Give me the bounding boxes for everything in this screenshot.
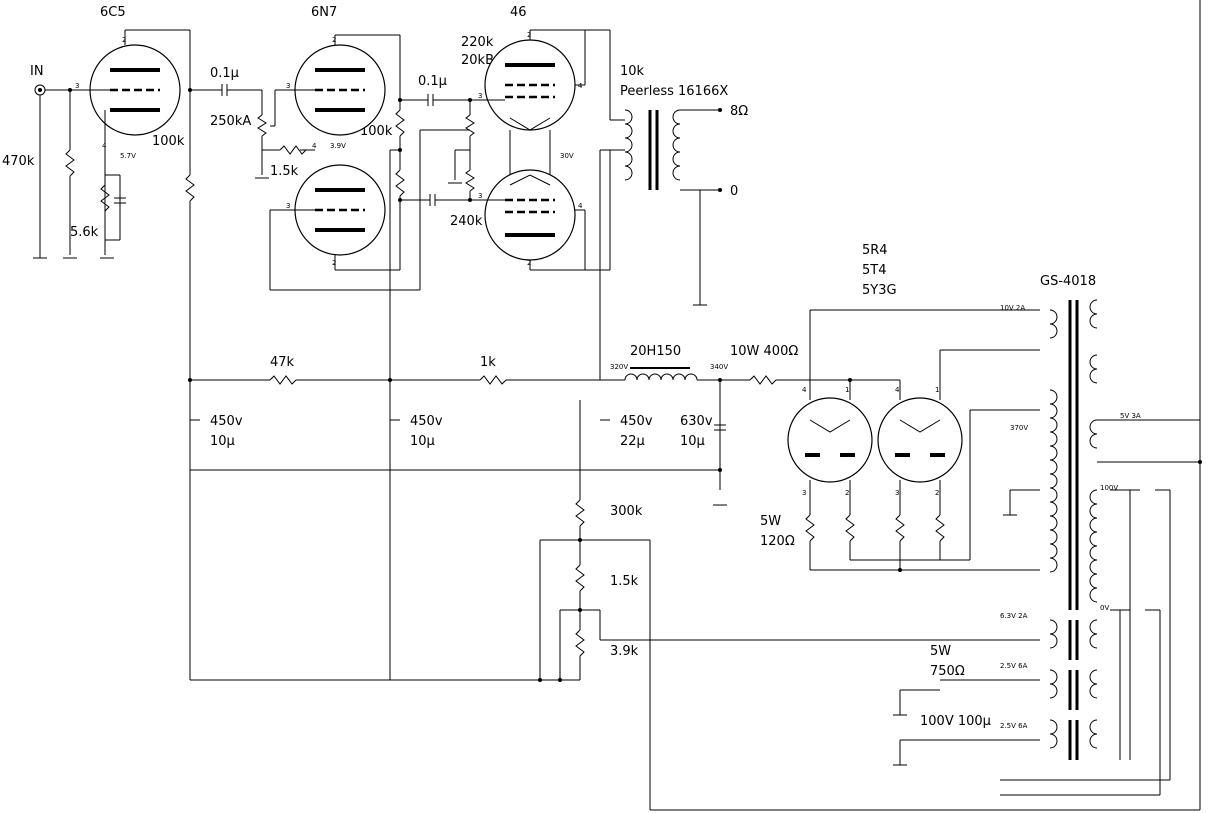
svg-text:3: 3 [286, 82, 290, 90]
tube-rect-2 [877, 397, 963, 483]
tube-label-rect-2: 5T4 [862, 263, 886, 278]
tube-label-rect-3: 5Y3G [862, 283, 897, 298]
r-750-label: 750Ω [930, 664, 965, 679]
r-pl1-label: 100k [152, 134, 185, 149]
r-47k-label: 47k [270, 355, 295, 370]
input-label: IN [30, 64, 44, 79]
svg-text:3: 3 [75, 82, 79, 90]
ot-model-label: Peerless 16166X [620, 84, 728, 99]
tube-rect-1 [787, 397, 873, 483]
r-1k-label: 1k [480, 355, 496, 370]
svg-text:2: 2 [527, 31, 531, 39]
r-k1-label: 5.6k [70, 225, 99, 240]
cd-c-label: 10μ [680, 434, 705, 449]
w-25a-label: 2.5V 6A [1000, 662, 1028, 670]
svg-text:4: 4 [802, 386, 807, 394]
w-5v-label: 5V 3A [1120, 412, 1141, 420]
psu-wiring [190, 0, 1201, 811]
v-k2-label: 3.9V [330, 142, 346, 150]
pin-labels: 2 3 4 2 3 4 3 2 2 3 4 3 4 2 4 1 4 1 3 2 … [75, 31, 939, 497]
tube-46-a [484, 39, 576, 131]
cb-c-label: 10μ [410, 434, 435, 449]
w-25b-label: 2.5V 6A [1000, 722, 1028, 730]
svg-text:4: 4 [578, 82, 583, 90]
cc-v-label: 450v [620, 414, 653, 429]
svg-text:4: 4 [102, 142, 107, 150]
r-1k5-label: 1.5k [610, 574, 639, 589]
svg-text:2: 2 [332, 259, 336, 267]
ptrans-label: GS-4018 [1040, 274, 1096, 289]
r-in-label: 470k [2, 154, 35, 169]
svg-text:3: 3 [286, 202, 290, 210]
svg-text:3: 3 [802, 489, 806, 497]
svg-text:1: 1 [845, 386, 849, 394]
c1-label: 0.1μ [210, 66, 239, 81]
v-340-label: 340V [710, 363, 728, 371]
svg-text:4: 4 [578, 202, 583, 210]
tube-label-rect-1: 5R4 [862, 243, 888, 258]
tube-label-6n7: 6N7 [311, 5, 337, 20]
ground-symbols [33, 177, 1017, 766]
cd-v-label: 630v [680, 414, 713, 429]
c2-label: 0.1μ [418, 74, 447, 89]
cb-v-label: 450v [410, 414, 443, 429]
svg-text:3: 3 [478, 92, 482, 100]
r-120-w-label: 5W [760, 514, 781, 529]
svg-text:1: 1 [935, 386, 939, 394]
r-g3-label: 220k [461, 35, 494, 50]
w-0v-label: 0V [1100, 604, 1109, 612]
svg-text:2: 2 [332, 36, 336, 44]
junction-dots [68, 88, 1202, 682]
ot-imp-label: 10k [620, 64, 645, 79]
v-k3-label: 30V [560, 152, 574, 160]
pot3-label: 20kB [461, 53, 494, 68]
svg-text:3: 3 [478, 192, 482, 200]
svg-text:2: 2 [122, 36, 126, 44]
svg-text:2: 2 [527, 259, 531, 267]
r-k2-label: 1.5k [270, 164, 299, 179]
w-100v-label: 100V [1100, 484, 1118, 492]
w-10v-label: 10V 2A [1000, 304, 1025, 312]
r-3k9-label: 3.9k [610, 644, 639, 659]
svg-text:2: 2 [935, 489, 939, 497]
out-0-label: 0 [730, 184, 738, 199]
svg-text:4: 4 [895, 386, 900, 394]
output-wiring [509, 29, 722, 380]
tube-46-b [484, 169, 576, 261]
svg-text:3: 3 [895, 489, 899, 497]
cc-c-label: 22μ [620, 434, 645, 449]
r-pl2-label: 100k [360, 124, 393, 139]
tube-6n7-a [294, 44, 386, 136]
c-100-label: 100V 100μ [920, 714, 991, 729]
r-g3b-label: 240k [450, 214, 483, 229]
out-8-label: 8Ω [730, 104, 748, 119]
ca-v-label: 450v [210, 414, 243, 429]
choke-label: 20H150 [630, 344, 681, 359]
v-k1-label: 5.7V [120, 152, 136, 160]
r-400-label: 10W 400Ω [730, 344, 798, 359]
r-750-w-label: 5W [930, 644, 951, 659]
driver-wiring [262, 34, 505, 680]
w-370-label: 370V [1010, 424, 1028, 432]
svg-text:2: 2 [845, 489, 849, 497]
tube-label-6c5: 6C5 [100, 5, 126, 20]
input-wiring [34, 29, 315, 680]
v-320-label: 320V [610, 363, 628, 371]
ca-c-label: 10μ [210, 434, 235, 449]
r-300-label: 300k [610, 504, 643, 519]
pot-label: 250kA [210, 114, 251, 129]
svg-text:4: 4 [312, 142, 317, 150]
r-120-label: 120Ω [760, 534, 795, 549]
w-63-label: 6.3V 2A [1000, 612, 1028, 620]
tube-label-46: 46 [510, 5, 527, 20]
